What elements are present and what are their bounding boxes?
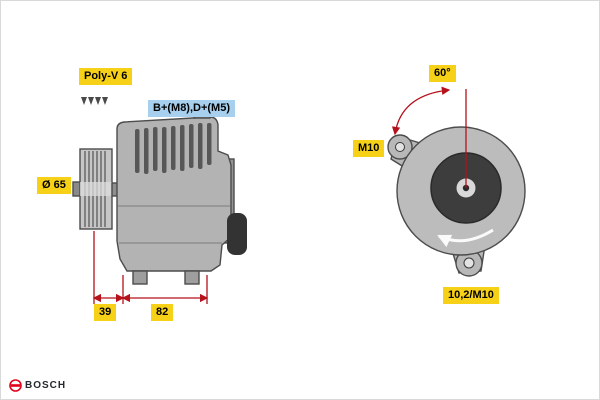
belt-profile-icon — [81, 97, 108, 105]
brand-logo: BOSCH — [9, 379, 66, 392]
dimension-lines — [92, 231, 209, 304]
housing-seams — [118, 205, 230, 244]
angle-arc — [391, 86, 451, 136]
bosch-armature-icon — [9, 379, 22, 392]
label-pulley-diameter: Ø 65 — [37, 177, 71, 194]
label-terminals: B+(M8),D+(M5) — [148, 100, 236, 117]
mounting-feet — [132, 270, 200, 285]
label-mount-hole: 10,2/M10 — [443, 287, 499, 304]
pulley-side — [79, 148, 113, 230]
vent-slots — [135, 123, 212, 174]
brand-logo-text: BOSCH — [25, 380, 67, 391]
label-mount-angle: 60° — [429, 65, 456, 82]
label-dim-39: 39 — [94, 304, 117, 321]
label-mount-thread: M10 — [353, 140, 385, 157]
rotation-arrow — [437, 228, 494, 248]
label-belt-type: Poly-V 6 — [79, 68, 133, 85]
rear-connector — [227, 213, 247, 255]
side-view — [72, 97, 247, 285]
label-dim-82: 82 — [151, 304, 174, 321]
lug-hole-bottom — [463, 257, 475, 269]
lug-hole-top — [395, 142, 405, 152]
front-view — [387, 86, 526, 277]
